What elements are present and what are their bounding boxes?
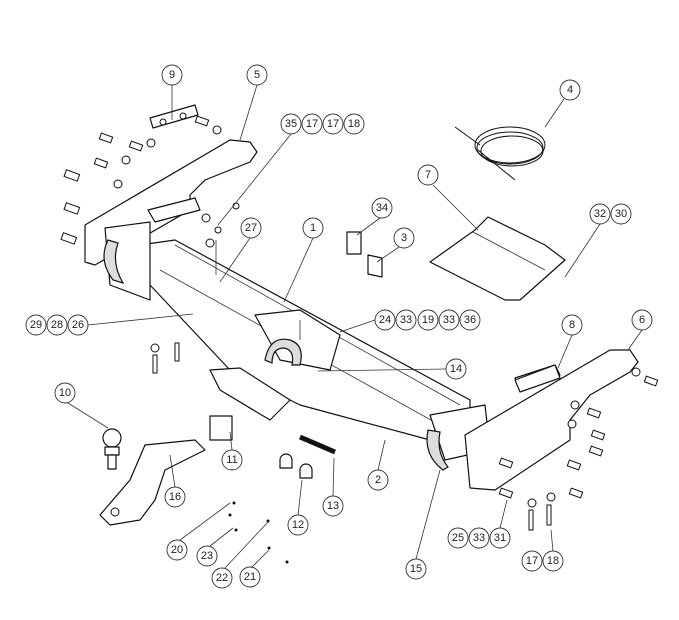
callout: 6 — [631, 309, 653, 331]
callout: 21 — [239, 566, 261, 588]
svg-text:33: 33 — [473, 532, 485, 544]
svg-text:23: 23 — [201, 550, 213, 562]
callout: 1 — [302, 217, 324, 239]
hitch-cover-part-11 — [209, 415, 233, 441]
svg-text:14: 14 — [450, 363, 462, 375]
callout: 24 — [374, 309, 396, 331]
callout: 28 — [46, 314, 68, 336]
svg-text:34: 34 — [376, 202, 388, 214]
svg-text:20: 20 — [171, 544, 183, 556]
callout: 5 — [246, 64, 268, 86]
callout: 30 — [610, 203, 632, 225]
plate-part-7 — [429, 216, 566, 301]
svg-text:26: 26 — [72, 319, 84, 331]
svg-text:6: 6 — [639, 314, 645, 326]
label-part-3 — [367, 254, 383, 278]
svg-text:3: 3 — [401, 232, 407, 244]
svg-text:32: 32 — [594, 208, 606, 220]
svg-text:17: 17 — [306, 118, 318, 130]
callout: 15 — [405, 558, 427, 580]
leader-lines — [67, 84, 643, 569]
svg-text:35: 35 — [285, 118, 297, 130]
svg-text:33: 33 — [443, 314, 455, 326]
callout: 3 — [393, 227, 415, 249]
callout: 16 — [164, 486, 186, 508]
callout: 7 — [417, 164, 439, 186]
label-part-34 — [346, 231, 362, 255]
callout: 32 — [589, 203, 611, 225]
svg-text:17: 17 — [526, 555, 538, 567]
callout: 34 — [371, 197, 393, 219]
svg-text:7: 7 — [425, 169, 431, 181]
callout: 12 — [287, 514, 309, 536]
shackle-part-12 — [279, 453, 313, 479]
callout: 23 — [196, 545, 218, 567]
callout: 17 — [322, 113, 344, 135]
svg-text:10: 10 — [59, 387, 71, 399]
svg-text:16: 16 — [169, 491, 181, 503]
callout: 33 — [438, 309, 460, 331]
callout: 18 — [343, 113, 365, 135]
svg-text:1: 1 — [310, 222, 316, 234]
tow-ball-part-10 — [102, 428, 122, 470]
callout: 20 — [166, 539, 188, 561]
callout: 11 — [221, 449, 243, 471]
callout: 25 — [447, 527, 469, 549]
ball-mount-part-16 — [99, 439, 206, 526]
callout-labels: 9 5 35 17 17 18 4 7 34 3 27 1 32 30 29 2… — [25, 64, 653, 589]
callout: 26 — [67, 314, 89, 336]
callout: 19 — [417, 309, 439, 331]
svg-text:36: 36 — [464, 314, 476, 326]
svg-text:11: 11 — [226, 454, 237, 466]
callout: 8 — [561, 314, 583, 336]
svg-text:22: 22 — [216, 572, 228, 584]
callout: 36 — [459, 309, 481, 331]
svg-text:19: 19 — [422, 314, 434, 326]
small-hardware — [228, 501, 289, 564]
svg-text:17: 17 — [327, 118, 339, 130]
callout: 33 — [468, 527, 490, 549]
svg-text:2: 2 — [375, 474, 381, 486]
svg-text:12: 12 — [292, 519, 304, 531]
svg-text:31: 31 — [494, 532, 506, 544]
callout: 10 — [54, 382, 76, 404]
callout: 33 — [395, 309, 417, 331]
callout: 18 — [542, 550, 564, 572]
svg-text:18: 18 — [547, 555, 559, 567]
callout: 35 — [280, 113, 302, 135]
callout: 9 — [161, 64, 183, 86]
svg-text:13: 13 — [327, 500, 339, 512]
svg-text:18: 18 — [348, 118, 360, 130]
main-crossbar-part-1 — [103, 221, 491, 471]
callout: 13 — [322, 495, 344, 517]
svg-text:33: 33 — [400, 314, 412, 326]
svg-text:25: 25 — [452, 532, 464, 544]
callout: 4 — [559, 79, 581, 101]
svg-text:21: 21 — [244, 571, 256, 583]
callout: 14 — [445, 358, 467, 380]
svg-text:8: 8 — [569, 319, 575, 331]
callout: 2 — [367, 469, 389, 491]
svg-text:30: 30 — [615, 208, 627, 220]
svg-text:24: 24 — [379, 314, 391, 326]
svg-text:5: 5 — [254, 69, 260, 81]
svg-text:4: 4 — [567, 84, 573, 96]
callout: 31 — [489, 527, 511, 549]
plate-part-8 — [514, 364, 561, 393]
hitch-pin-part-13 — [299, 434, 336, 455]
svg-text:27: 27 — [245, 222, 257, 234]
svg-text:28: 28 — [51, 319, 63, 331]
callout: 22 — [211, 567, 233, 589]
callout: 29 — [25, 314, 47, 336]
callout: 27 — [240, 217, 262, 239]
svg-text:15: 15 — [410, 563, 422, 575]
callout: 17 — [521, 550, 543, 572]
callout: 17 — [301, 113, 323, 135]
wiring-coil-part-4 — [454, 126, 546, 181]
left-bracket-part-5 — [60, 104, 258, 266]
svg-text:9: 9 — [169, 69, 175, 81]
svg-text:29: 29 — [30, 319, 42, 331]
